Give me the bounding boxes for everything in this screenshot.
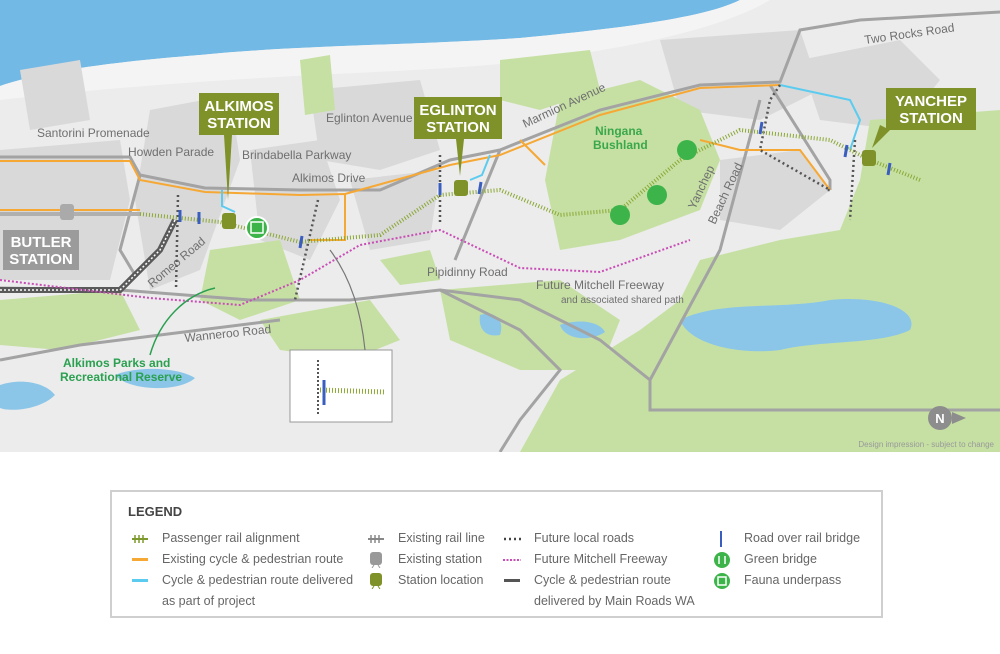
station-suffix: STATION — [9, 251, 73, 268]
fauna-underpass-icon — [245, 216, 269, 240]
cyan-line-icon — [130, 570, 150, 591]
lakes — [0, 299, 912, 410]
callout-arrow — [149, 287, 216, 356]
svg-text:and associated shared path: and associated shared path — [561, 295, 684, 306]
legend-future-roads: Future local roads — [502, 528, 634, 549]
svg-text:Howden Parade: Howden Parade — [128, 145, 214, 159]
legend: LEGEND Passenger rail alignment Existing… — [110, 490, 883, 618]
train-icon — [366, 570, 386, 591]
legend-fauna-underpass: Fauna underpass — [712, 570, 841, 591]
station-suffix: STATION — [899, 110, 963, 127]
rail-alignment-icon — [130, 528, 150, 549]
station-name: ALKIMOS — [204, 98, 273, 115]
north-arrow-icon: N — [928, 406, 966, 430]
disclaimer: Design impression - subject to change — [858, 440, 994, 449]
legend-mitchell-freeway: Future Mitchell Freeway — [502, 549, 667, 570]
station-name: EGLINTON — [419, 102, 496, 119]
svg-text:Bushland: Bushland — [593, 138, 648, 152]
existing-rail-icon — [366, 528, 386, 549]
svg-text:Recreational Reserve: Recreational Reserve — [60, 370, 182, 384]
station-suffix: STATION — [426, 119, 490, 136]
road-over-rail-bridges — [178, 121, 892, 249]
yanchep-station-label[interactable]: YANCHEP STATION — [872, 88, 976, 148]
alkimos-station-label[interactable]: ALKIMOS STATION — [199, 93, 279, 200]
map[interactable]: ALKIMOS STATION EGLINTON STATION YANCHEP… — [0, 0, 1000, 452]
svg-text:Alkimos Parks and: Alkimos Parks and — [63, 356, 170, 370]
svg-text:Brindabella Parkway: Brindabella Parkway — [242, 148, 351, 162]
station-suffix: STATION — [207, 115, 271, 132]
project-cycle-route — [221, 84, 862, 213]
inset-detail — [289, 349, 393, 423]
legend-existing-station: Existing station — [366, 549, 482, 570]
svg-text:Eglinton Avenue: Eglinton Avenue — [326, 111, 413, 125]
svg-text:Pipidinny Road: Pipidinny Road — [427, 265, 508, 279]
station-name: YANCHEP — [895, 93, 967, 110]
legend-title: LEGEND — [128, 504, 183, 519]
dark-line-icon — [502, 570, 522, 591]
orange-line-icon — [130, 549, 150, 570]
svg-text:Santorini Promenade: Santorini Promenade — [37, 126, 150, 140]
green-bridge-icon — [610, 140, 697, 225]
coastal-dunes — [0, 0, 770, 100]
legend-bridge: Road over rail bridge — [712, 528, 860, 549]
legend-existing-rail: Existing rail line — [366, 528, 485, 549]
station-name: BUTLER — [11, 234, 72, 251]
legend-station-location: Station location — [366, 570, 483, 591]
svg-text:Future Mitchell Freeway: Future Mitchell Freeway — [536, 278, 664, 292]
svg-text:N: N — [935, 411, 944, 426]
legend-green-bridge: Green bridge — [712, 549, 817, 570]
butler-station-label[interactable]: BUTLER STATION — [3, 230, 79, 270]
inset-pointer-arrow — [329, 249, 366, 351]
svg-text:Alkimos Drive: Alkimos Drive — [292, 171, 366, 185]
svg-text:Ningana: Ningana — [595, 124, 643, 138]
dotted-line-icon — [502, 528, 522, 549]
existing-station-icon — [60, 204, 74, 220]
train-icon — [366, 549, 386, 570]
legend-existing-cycle: Existing cycle & pedestrian route — [130, 549, 343, 570]
eglinton-station-label[interactable]: EGLINTON STATION — [414, 97, 502, 176]
ocean — [0, 0, 740, 86]
station-location-icon — [222, 150, 876, 229]
legend-passenger-rail: Passenger rail alignment — [130, 528, 300, 549]
bridge-icon — [712, 528, 732, 549]
existing-cycle-route — [0, 84, 831, 241]
place-labels: Ningana Bushland Alkimos Parks and Recre… — [60, 124, 648, 384]
magenta-dotted-icon — [502, 549, 522, 570]
green-bridge-icon — [712, 549, 732, 570]
future-mitchell-freeway — [0, 228, 691, 307]
roads — [0, 10, 1000, 452]
fauna-underpass-icon — [712, 570, 732, 591]
